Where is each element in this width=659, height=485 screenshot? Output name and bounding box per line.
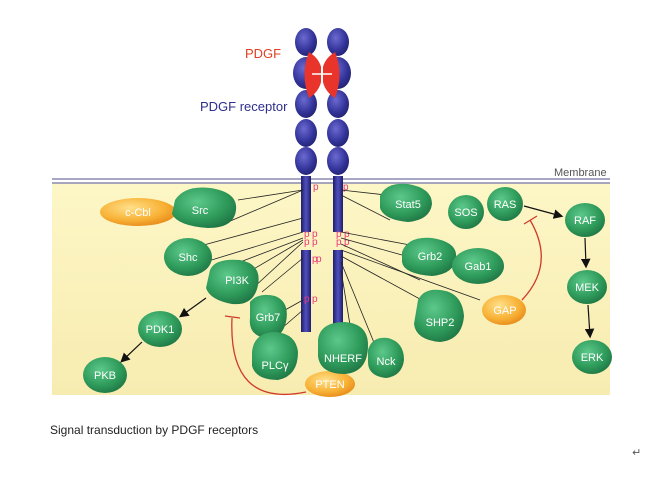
sos-label: SOS [454,207,477,219]
stat5-protein [380,183,432,222]
activation-arrows [120,205,595,363]
stat5-label: Stat5 [395,199,421,211]
pkb-protein [83,357,127,393]
membrane-label: Membrane [554,167,607,179]
phospho-mark: p [313,182,319,193]
gap-label: GAP [493,305,516,317]
nherf-protein [318,322,368,374]
phospho-mark: p [344,237,350,248]
phospho-mark: p [312,254,318,265]
shc-label: Shc [179,252,198,264]
src-protein [172,187,237,228]
mek-protein [567,270,607,304]
pi3k-label: PI3K [225,275,250,287]
pdk1-label: PDK1 [146,324,175,336]
ccbl-protein [100,198,176,226]
phospho-mark: p [304,237,310,248]
inhibition-arrows [224,215,542,396]
pkb-label: PKB [94,370,116,382]
figure-caption: Signal transduction by PDGF receptors [50,423,259,437]
pten-protein [305,371,355,397]
pdgf-label: PDGF [245,46,281,61]
shp2-label: SHP2 [426,317,455,329]
grb2-label: Grb2 [418,251,442,263]
pdk1-to-pkb-arrow [120,341,143,363]
grb7-label: Grb7 [256,312,280,324]
src-label: Src [192,205,209,217]
gab1-protein [452,248,504,284]
shp2-protein [414,289,464,342]
pten-inhibits-pi3k [231,317,307,396]
pdgf-ligand [304,50,340,100]
nck-protein [368,337,404,378]
phospho-mark: p [344,229,350,240]
grb7-protein [249,294,287,339]
shc-protein [164,238,212,276]
ccbl-label: c-Cbl [125,207,151,219]
phospho-mark: p [316,254,322,265]
raf-to-mek-arrow [580,237,591,269]
membrane [52,178,610,184]
receptor-right-intracellular [333,176,343,332]
receptor-left-intracellular [301,176,311,332]
ras-protein [487,187,523,221]
nherf-label: NHERF [324,353,362,365]
erk-protein [572,340,612,374]
phospho-mark: p [312,229,318,240]
paragraph-mark-icon: ↵ [632,446,642,459]
mek-label: MEK [575,282,600,294]
phospho-mark: p [336,237,342,248]
gab1-label: Gab1 [465,261,492,273]
pten-label: PTEN [315,379,344,391]
phospho-mark: p [343,182,349,193]
gap-inhibits-ras [521,219,542,301]
ras-to-raf-arrow [523,205,564,219]
erk-label: ERK [581,352,604,364]
receptor-right-extracellular [325,28,351,175]
nck-label: Nck [377,356,396,368]
gap-inhibit-bar [523,215,538,225]
plcg-label: PLCγ [262,360,289,372]
pten-inhibit-bar [224,315,241,319]
mek-to-erk-arrow [584,304,595,339]
phospho-mark: p [336,229,342,240]
grb2-protein [402,237,457,276]
pdk1-protein [138,311,182,347]
pi3k-to-pdk1-arrow [179,297,207,318]
ras-label: RAS [494,199,517,211]
pdgf-receptor-label: PDGF receptor [200,99,288,114]
receptor-left-extracellular [293,28,319,175]
phospho-mark: p [304,294,310,305]
sos-protein [448,195,484,229]
raf-label: RAF [574,215,596,227]
phospho-mark: p [304,229,310,240]
phospho-mark: p [312,237,318,248]
raf-protein [565,203,605,237]
gap-protein [482,295,526,325]
pi3k-protein [206,259,259,305]
plcg-protein [252,332,298,380]
binding-lines [199,189,481,346]
phospho-mark: p [312,294,318,305]
